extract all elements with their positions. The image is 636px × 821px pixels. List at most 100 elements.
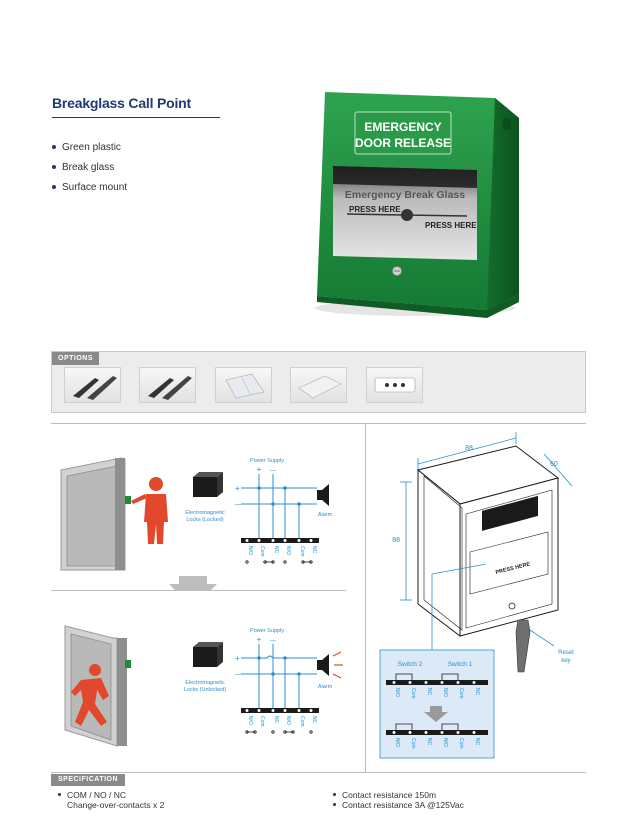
- svg-text:NC: NC: [474, 738, 480, 746]
- svg-text:key: key: [561, 658, 570, 664]
- product-label-top: EMERGENCY: [364, 120, 441, 134]
- feature-item: Surface mount: [52, 177, 127, 197]
- power-supply-label: Power Supply: [250, 628, 284, 634]
- spec-item: Contact resistance 150m: [333, 790, 464, 800]
- feature-item: Green plastic: [52, 137, 127, 157]
- terminal-label: NC: [311, 546, 317, 554]
- svg-text:Com: Com: [410, 738, 416, 749]
- transition-arrow-icon: [169, 576, 217, 590]
- spec-item: Change-over-contacts x 2: [67, 800, 165, 810]
- options-panel: OPTIONS: [51, 351, 586, 413]
- spec-item: COM / NO / NC: [58, 790, 164, 800]
- call-point-icon: [125, 496, 131, 504]
- reset-key-icon: [515, 619, 531, 673]
- bullet-icon: [52, 165, 56, 169]
- reset-key-label: Reset: [558, 650, 574, 656]
- terminal-label: NC: [311, 716, 317, 724]
- alarm-label: Alarm: [318, 684, 333, 690]
- switch1-label: Switch 1: [448, 661, 473, 668]
- svg-text:+: +: [235, 654, 240, 663]
- terminal-label: N/O: [285, 716, 291, 725]
- title-underline: [52, 117, 220, 118]
- svg-text:+: +: [257, 635, 262, 644]
- section-divider: [51, 590, 346, 591]
- option-reset-key-pair: [139, 367, 196, 403]
- terminal-label: N/O: [285, 546, 291, 555]
- alarm-label: Alarm: [318, 512, 333, 518]
- specification-label: SPECIFICATION: [51, 774, 126, 786]
- switch-arrow-icon: [424, 706, 448, 722]
- svg-text:Com: Com: [458, 688, 464, 699]
- svg-text:N/O: N/O: [394, 688, 400, 697]
- alarm-icon: [317, 484, 329, 506]
- product-image: EMERGENCY DOOR RELEASE Emergency Break G…: [315, 92, 519, 318]
- section-divider: [51, 772, 586, 773]
- svg-text:+: +: [235, 484, 240, 493]
- option-reset-key: [64, 367, 121, 403]
- terminal-label: Com: [259, 546, 265, 557]
- electromagnetic-lock-icon: [193, 472, 223, 497]
- svg-text:+: +: [257, 465, 262, 474]
- lock-label-line2: Locks (Unlocked): [184, 687, 227, 693]
- section-divider: [51, 423, 586, 424]
- feature-list: Green plastic Break glass Surface mount: [52, 137, 127, 197]
- spec-item: Contact resistance 3A @125Vac: [333, 800, 464, 810]
- svg-text:—: —: [235, 671, 242, 678]
- product-label: [354, 111, 452, 155]
- svg-text:N/O: N/O: [442, 738, 448, 747]
- bullet-icon: [52, 185, 56, 189]
- switch-panel: [379, 649, 495, 759]
- electromagnetic-lock-icon: [193, 642, 223, 667]
- svg-text:Com: Com: [458, 738, 464, 749]
- terminal-label: NC: [273, 546, 279, 554]
- product-press-left: PRESS HERE: [349, 205, 401, 214]
- height-dimension: 88: [392, 537, 400, 544]
- switch2-label: Switch 2: [398, 661, 423, 668]
- svg-text:N/O: N/O: [394, 738, 400, 747]
- unit-label: [482, 495, 538, 531]
- svg-text:—: —: [270, 638, 276, 644]
- dimension-drawing: 88 60 88 EMERGENCY DOOR RELEASE PRESS HE…: [379, 432, 574, 759]
- lock-label-line1: Electromagnetic: [185, 680, 225, 686]
- option-resettable-element: [366, 367, 423, 403]
- bullet-icon: [333, 793, 336, 796]
- options-label: OPTIONS: [52, 352, 100, 365]
- terminal-label: Com: [259, 716, 265, 727]
- option-protective-cover: [290, 367, 347, 403]
- svg-text:—: —: [235, 501, 242, 508]
- svg-text:N/O: N/O: [442, 688, 448, 697]
- terminal-label: NC: [273, 716, 279, 724]
- product-label-bottom: DOOR RELEASE: [355, 136, 451, 150]
- terminal-label: N/O: [247, 546, 253, 555]
- lock-label-line1: Electromagnetic: [185, 510, 225, 516]
- svg-text:Com: Com: [410, 688, 416, 699]
- unlocked-wiring-diagram: Electromagnetic Locks (Unlocked) Power S…: [64, 625, 343, 747]
- running-person-icon: [71, 664, 109, 726]
- bullet-icon: [333, 803, 336, 806]
- terminal-label: Com: [299, 716, 305, 727]
- depth-dimension: 60: [550, 461, 558, 468]
- width-dimension: 88: [465, 445, 473, 452]
- svg-text:—: —: [270, 468, 276, 474]
- specs-left: COM / NO / NC Change-over-contacts x 2: [58, 790, 164, 810]
- power-supply-label: Power Supply: [250, 458, 284, 464]
- specs-right: Contact resistance 150m Contact resistan…: [333, 790, 464, 810]
- product-title: Breakglass Call Point: [52, 95, 191, 111]
- product-glass-text: Emergency Break Glass: [345, 189, 465, 201]
- section-divider: [365, 423, 366, 772]
- svg-text:NC: NC: [426, 738, 432, 746]
- terminal-label: N/O: [247, 716, 253, 725]
- bullet-icon: [58, 793, 61, 796]
- feature-item: Break glass: [52, 157, 127, 177]
- option-spare-glass: [215, 367, 272, 403]
- bullet-icon: [52, 145, 56, 149]
- terminal-label: Com: [299, 546, 305, 557]
- lock-label-line2: Locks (Locked): [186, 517, 223, 523]
- keyhole-icon: [508, 602, 516, 610]
- svg-text:NC: NC: [426, 688, 432, 696]
- locked-wiring-diagram: Electromagnetic Locks (Locked) Power Sup…: [60, 457, 333, 590]
- product-press-right: PRESS HERE: [425, 221, 477, 230]
- person-icon: [131, 477, 168, 544]
- alarm-active-icon: [317, 651, 343, 679]
- svg-text:NC: NC: [474, 688, 480, 696]
